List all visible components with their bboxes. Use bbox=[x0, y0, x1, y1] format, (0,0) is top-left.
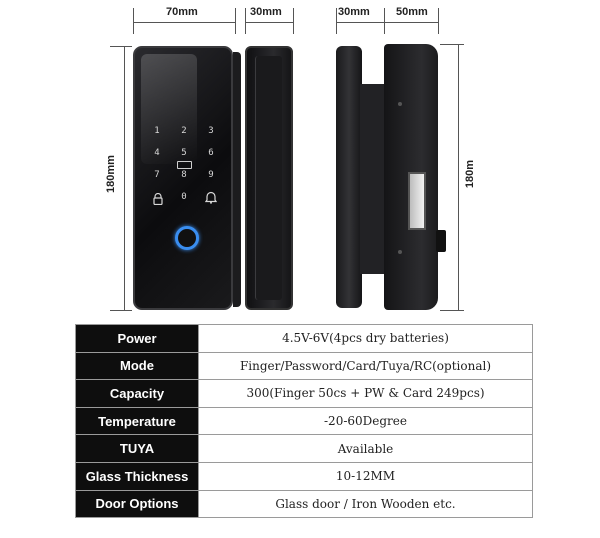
dim-tick bbox=[440, 44, 464, 45]
dim-front-width-label: 70mm bbox=[166, 6, 198, 18]
spec-row: Power 4.5V-6V(4pcs dry batteries) bbox=[75, 324, 533, 353]
dim-tick bbox=[384, 8, 385, 34]
spec-label: Glass Thickness bbox=[75, 461, 199, 491]
card-reader-icon bbox=[177, 161, 192, 169]
side-knob bbox=[436, 230, 446, 252]
lock-front-edge bbox=[233, 52, 241, 307]
keypad-key: 9 bbox=[208, 170, 214, 180]
back-plate-inner bbox=[255, 56, 282, 300]
spec-label: Power bbox=[75, 324, 199, 353]
dim-tick bbox=[133, 8, 134, 34]
spec-value: 4.5V-6V(4pcs dry batteries) bbox=[198, 324, 533, 353]
dim-tick bbox=[245, 8, 246, 34]
dim-line-side-left-width bbox=[336, 22, 384, 23]
dim-back-width-label: 30mm bbox=[250, 6, 282, 18]
keypad-key: 1 bbox=[154, 126, 160, 136]
dim-tick bbox=[235, 8, 236, 34]
spec-value: 300(Finger 50cs + PW & Card 249pcs) bbox=[198, 379, 533, 408]
dim-line-front-width bbox=[133, 22, 235, 23]
dim-line-front-height bbox=[124, 46, 125, 310]
dim-tick bbox=[438, 8, 439, 34]
spec-table: Power 4.5V-6V(4pcs dry batteries) Mode F… bbox=[75, 324, 533, 519]
dim-line-side-right-width bbox=[384, 22, 438, 23]
spec-label: Mode bbox=[75, 351, 199, 381]
keypad-key: 2 bbox=[181, 126, 187, 136]
lock-side-left bbox=[336, 46, 362, 308]
spec-label: Temperature bbox=[75, 406, 199, 436]
lock-side-bridge bbox=[360, 84, 384, 274]
spec-row: TUYA Available bbox=[75, 434, 533, 463]
lock-side-right bbox=[384, 44, 446, 310]
spec-row: Door Options Glass door / Iron Wooden et… bbox=[75, 489, 533, 519]
dim-front-height-label: 180mm bbox=[104, 155, 117, 193]
spec-label: Door Options bbox=[75, 489, 199, 519]
screw-icon bbox=[398, 102, 402, 106]
dim-line-side-height bbox=[458, 44, 459, 310]
lock-front-panel: 1 2 3 4 5 6 7 8 9 0 bbox=[133, 46, 233, 310]
lock-icon bbox=[153, 192, 163, 206]
spec-label: TUYA bbox=[75, 434, 199, 463]
keypad-key: 0 bbox=[181, 192, 187, 202]
keypad-key: 3 bbox=[208, 126, 214, 136]
spec-value: Available bbox=[198, 434, 533, 463]
screw-icon bbox=[398, 250, 402, 254]
bell-icon bbox=[204, 191, 218, 204]
dim-tick bbox=[336, 8, 337, 34]
keypad-key: 8 bbox=[181, 170, 187, 180]
dim-tick bbox=[293, 8, 294, 34]
spec-row: Mode Finger/Password/Card/Tuya/RC(option… bbox=[75, 351, 533, 381]
battery-window bbox=[408, 172, 426, 230]
keypad-key: 4 bbox=[154, 148, 160, 158]
spec-row: Capacity 300(Finger 50cs + PW & Card 249… bbox=[75, 379, 533, 408]
spec-value: Finger/Password/Card/Tuya/RC(optional) bbox=[198, 351, 533, 381]
spec-value: -20-60Degree bbox=[198, 406, 533, 436]
spec-value: 10-12MM bbox=[198, 461, 533, 491]
dim-tick bbox=[110, 46, 132, 47]
keypad-key: 6 bbox=[208, 148, 214, 158]
dim-line-back-width bbox=[245, 22, 293, 23]
dim-side-right-width-label: 50mm bbox=[396, 6, 428, 18]
fingerprint-sensor-icon bbox=[175, 226, 199, 250]
dim-tick bbox=[110, 310, 132, 311]
spec-row: Temperature -20-60Degree bbox=[75, 406, 533, 436]
spec-row: Glass Thickness 10-12MM bbox=[75, 461, 533, 491]
keypad-key: 5 bbox=[181, 148, 187, 158]
dim-tick bbox=[440, 310, 464, 311]
dim-side-left-width-label: 30mm bbox=[338, 6, 370, 18]
lock-back-plate bbox=[245, 46, 293, 310]
keypad-key: 7 bbox=[154, 170, 160, 180]
spec-label: Capacity bbox=[75, 379, 199, 408]
panel-gloss bbox=[141, 54, 197, 164]
spec-value: Glass door / Iron Wooden etc. bbox=[198, 489, 533, 519]
dim-side-height-label: 180m bbox=[464, 159, 477, 189]
